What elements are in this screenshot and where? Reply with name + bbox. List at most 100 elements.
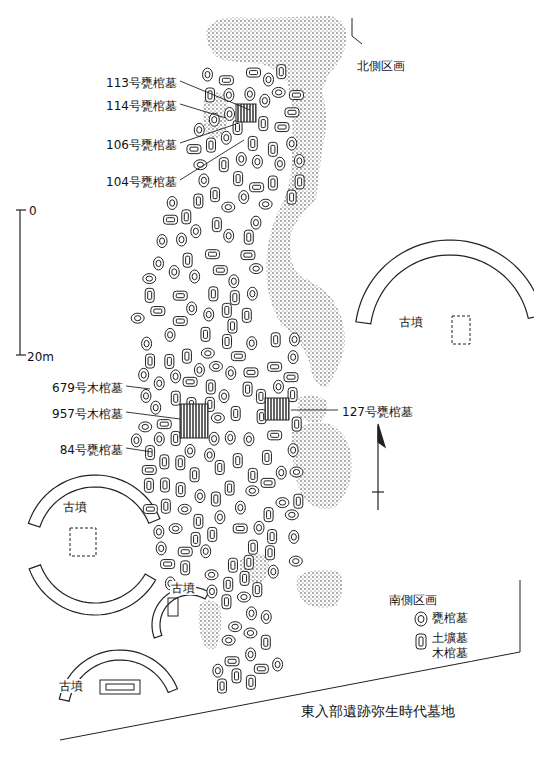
- urn-outline: [247, 287, 257, 300]
- urn-outline: [237, 592, 250, 602]
- urn-grave: [235, 501, 245, 514]
- pit-outline: [208, 527, 217, 541]
- urn-outline: [289, 556, 302, 566]
- pit-inner: [209, 141, 213, 149]
- urn-inner: [247, 91, 252, 97]
- pit-outline: [287, 190, 296, 204]
- pit-outline: [171, 391, 180, 405]
- pit-outline: [143, 505, 157, 514]
- pit-grave: [206, 138, 215, 152]
- urn-inner: [170, 200, 175, 206]
- urn-inner: [246, 436, 251, 442]
- pit-grave: [181, 561, 190, 575]
- pit-grave: [244, 555, 253, 569]
- pit-grave: [164, 215, 178, 224]
- pit-outline: [295, 175, 304, 189]
- urn-outline: [225, 107, 235, 120]
- pit-grave: [250, 183, 264, 192]
- hatched-grave: [236, 104, 256, 122]
- pit-grave: [218, 679, 227, 693]
- pit-outline: [289, 91, 303, 100]
- pit-grave: [215, 461, 224, 475]
- pit-outline: [219, 158, 228, 172]
- pit-grave: [160, 478, 169, 492]
- urn-outline: [194, 123, 204, 136]
- burial-chamber: [452, 316, 470, 344]
- urn-grave: [187, 302, 197, 315]
- urn-inner: [172, 269, 177, 275]
- urn-inner: [264, 614, 269, 620]
- urn-grave: [139, 422, 152, 432]
- urn-inner: [142, 424, 148, 429]
- pit-grave: [228, 558, 237, 572]
- pit-inner: [247, 370, 255, 374]
- pit-grave: [194, 194, 203, 208]
- pit-inner: [236, 457, 240, 465]
- pit-inner: [268, 549, 272, 557]
- urn-grave: [222, 635, 235, 645]
- leader-line: [180, 140, 244, 180]
- urn-outline: [250, 264, 263, 274]
- south-ditch-b: [297, 570, 343, 608]
- pit-outline: [268, 362, 282, 371]
- pit-outline: [228, 319, 237, 333]
- stippled-ditch: [198, 16, 352, 649]
- pit-inner: [298, 178, 302, 186]
- pit-inner: [196, 197, 200, 205]
- urn-outline: [276, 498, 289, 508]
- site-label: 957号木棺墓: [51, 407, 124, 421]
- urn-inner: [134, 437, 139, 443]
- pit-outline: [144, 478, 153, 492]
- urn-outline: [171, 370, 181, 383]
- marked-graves: [180, 104, 289, 438]
- urn-outline: [239, 191, 249, 204]
- urn-grave: [141, 389, 151, 402]
- pit-inner: [163, 481, 167, 489]
- pit-inner: [218, 464, 222, 472]
- pit-inner: [148, 357, 152, 365]
- urn-outline: [169, 265, 179, 278]
- pit-outline: [240, 571, 249, 585]
- urn-inner: [146, 276, 152, 281]
- urn-inner: [253, 266, 259, 271]
- pit-grave: [277, 65, 286, 79]
- pit-grave: [160, 455, 169, 469]
- pit-outline: [242, 308, 251, 322]
- urn-inner: [225, 638, 231, 643]
- pit-grave: [191, 532, 200, 546]
- urn-outline: [288, 351, 298, 364]
- urn-grave: [205, 570, 218, 580]
- pit-outline: [219, 76, 233, 85]
- pit-outline: [161, 560, 175, 569]
- pit-inner: [245, 311, 249, 319]
- pit-outline: [233, 524, 247, 533]
- site-label: 古墳: [62, 500, 88, 514]
- pit-inner: [234, 672, 238, 680]
- pit-inner: [253, 185, 261, 189]
- pit-grave: [241, 251, 255, 260]
- urn-inner: [173, 373, 178, 379]
- urn-outline: [224, 229, 234, 242]
- pit-grave: [173, 291, 187, 300]
- pit-grave: [268, 142, 277, 156]
- north-head: [378, 424, 385, 447]
- pit-grave: [183, 377, 197, 386]
- urn-inner: [227, 111, 232, 117]
- urn-inner: [279, 500, 285, 505]
- urn-grave: [156, 542, 166, 555]
- pit-grave: [268, 431, 282, 440]
- urn-grave: [229, 622, 242, 632]
- urn-inner: [215, 415, 221, 420]
- pit-grave: [256, 389, 265, 403]
- boundaries: [60, 18, 520, 740]
- pit-inner: [194, 535, 198, 543]
- pit-outline: [233, 120, 242, 134]
- urn-outline: [261, 610, 271, 623]
- urn-grave: [209, 432, 219, 445]
- urn-grave: [229, 275, 239, 288]
- urn-grave: [177, 233, 187, 246]
- site-label: 古墳: [58, 679, 84, 693]
- pit-inner: [295, 420, 299, 428]
- pit-outline: [253, 583, 262, 597]
